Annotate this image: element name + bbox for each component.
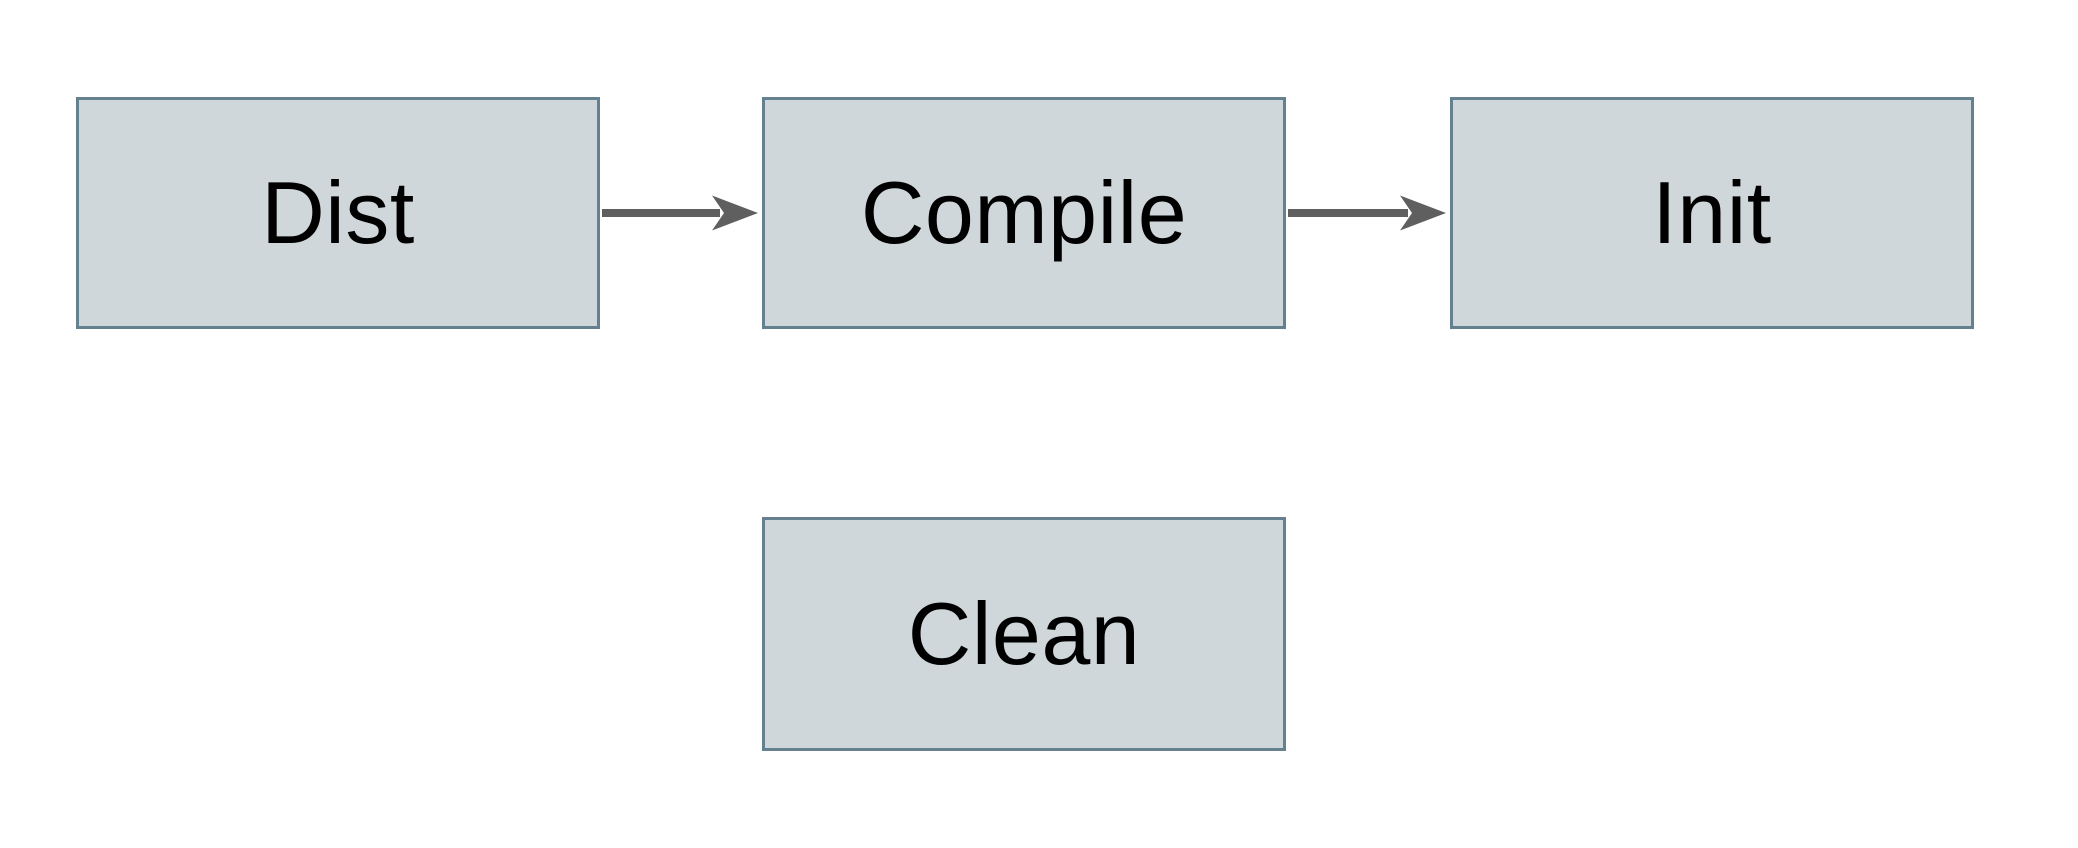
node-clean-label: Clean xyxy=(907,584,1141,683)
node-init-label: Init xyxy=(1652,163,1772,262)
node-clean[interactable]: Clean xyxy=(762,517,1286,751)
node-dist-label: Dist xyxy=(261,163,415,262)
node-dist[interactable]: Dist xyxy=(76,97,600,329)
node-compile[interactable]: Compile xyxy=(762,97,1286,329)
arrow-dist-to-compile[interactable] xyxy=(602,195,758,231)
node-init[interactable]: Init xyxy=(1450,97,1974,329)
arrow-compile-to-init[interactable] xyxy=(1288,195,1446,231)
node-compile-label: Compile xyxy=(860,163,1188,262)
